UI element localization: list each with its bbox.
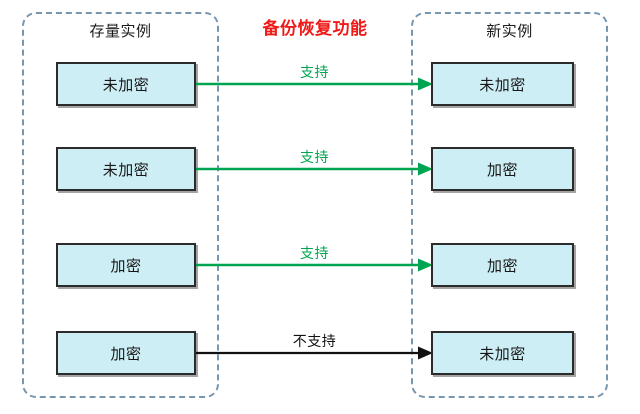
- node-source-row1: 未加密: [56, 62, 196, 106]
- node-source-row4-label: 加密: [110, 344, 142, 363]
- connector-row3: 支持: [196, 246, 433, 277]
- node-target-row4: 未加密: [431, 331, 574, 375]
- node-source-row2-label: 未加密: [102, 160, 150, 179]
- center-feature-title: 备份恢复功能: [262, 19, 368, 39]
- node-target-row1-label: 未加密: [479, 75, 526, 94]
- node-source-row1-label: 未加密: [102, 75, 150, 94]
- group-container-source: [22, 12, 219, 398]
- node-target-row1: 未加密: [431, 62, 574, 106]
- group-title-source: 存量实例: [89, 22, 152, 40]
- arrow-row4-icon: [196, 346, 433, 360]
- node-target-row3: 加密: [431, 243, 574, 287]
- group-title-target: 新实例: [486, 22, 533, 40]
- group-container-target: [411, 12, 608, 398]
- node-source-row2: 未加密: [56, 147, 196, 191]
- arrow-row3-icon: [196, 258, 433, 272]
- connector-row2: 支持: [196, 150, 433, 181]
- connector-row1: 支持: [196, 65, 433, 96]
- node-target-row2: 加密: [431, 147, 574, 191]
- node-target-row3-label: 加密: [486, 256, 518, 275]
- connector-row4-label: 不支持: [292, 334, 337, 350]
- arrow-row1-icon: [196, 77, 433, 91]
- node-source-row4: 加密: [56, 331, 196, 375]
- connector-row2-label: 支持: [300, 150, 329, 166]
- connector-row3-label: 支持: [300, 246, 329, 262]
- node-target-row2-label: 加密: [486, 160, 518, 179]
- node-target-row4-label: 未加密: [479, 344, 526, 363]
- arrow-row2-icon: [196, 162, 433, 176]
- node-source-row3-label: 加密: [110, 256, 142, 275]
- connector-row4: 不支持: [196, 334, 433, 365]
- connector-row1-label: 支持: [300, 65, 329, 81]
- node-source-row3: 加密: [56, 243, 196, 287]
